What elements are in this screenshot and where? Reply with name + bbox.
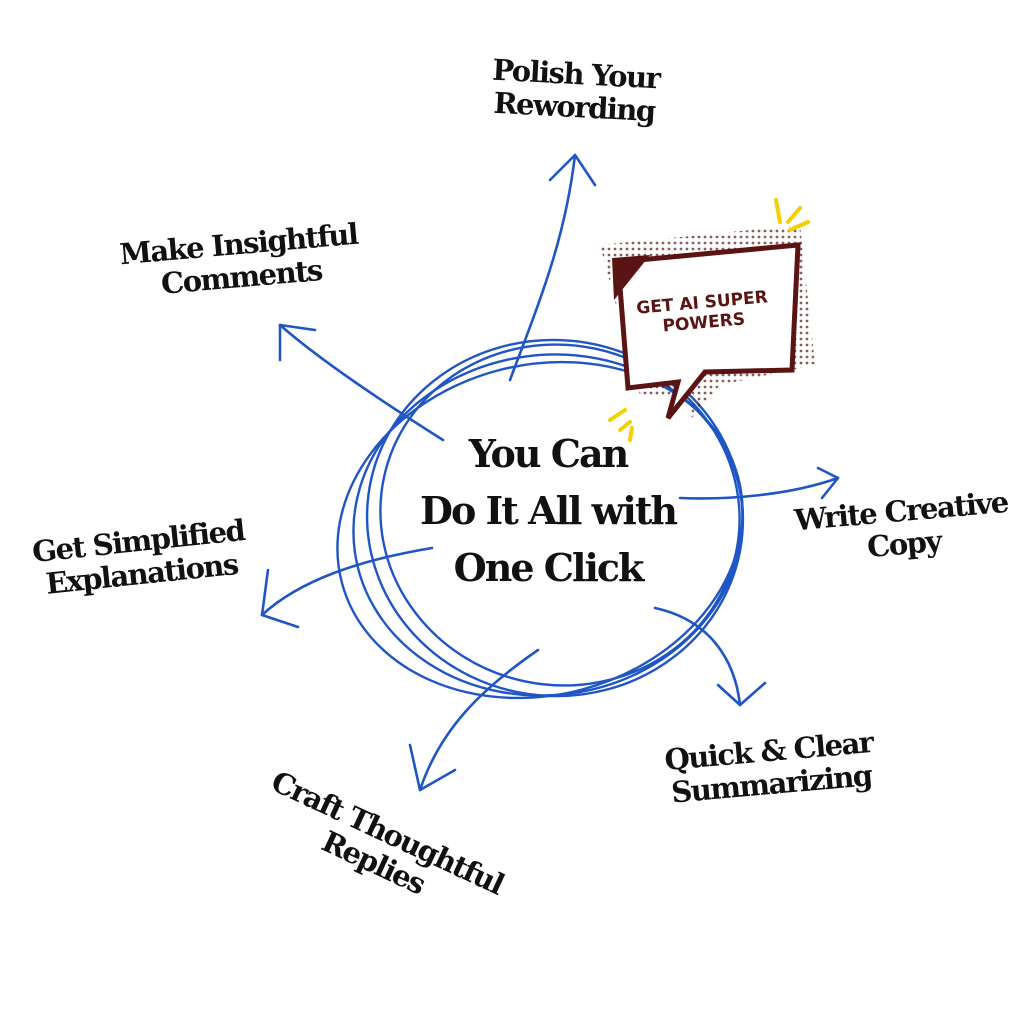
- spark-icon: [608, 198, 810, 442]
- feature-polish-rewording: Polish Your Rewording: [463, 52, 686, 130]
- speech-bubble-badge: [600, 225, 815, 420]
- arrow-replies: [408, 648, 540, 792]
- center-title: You Can Do It All with One Click: [398, 425, 698, 596]
- arrow-polish: [508, 153, 597, 382]
- arrow-explanations: [260, 546, 434, 629]
- scribble-circle: [336, 338, 745, 700]
- arrow-copy: [678, 466, 840, 500]
- arrow-summarizing: [653, 606, 767, 707]
- center-line: One Click: [453, 545, 645, 590]
- center-line: Do It All with: [420, 488, 678, 533]
- center-line: You Can: [468, 431, 630, 476]
- arrow-comments: [278, 323, 445, 442]
